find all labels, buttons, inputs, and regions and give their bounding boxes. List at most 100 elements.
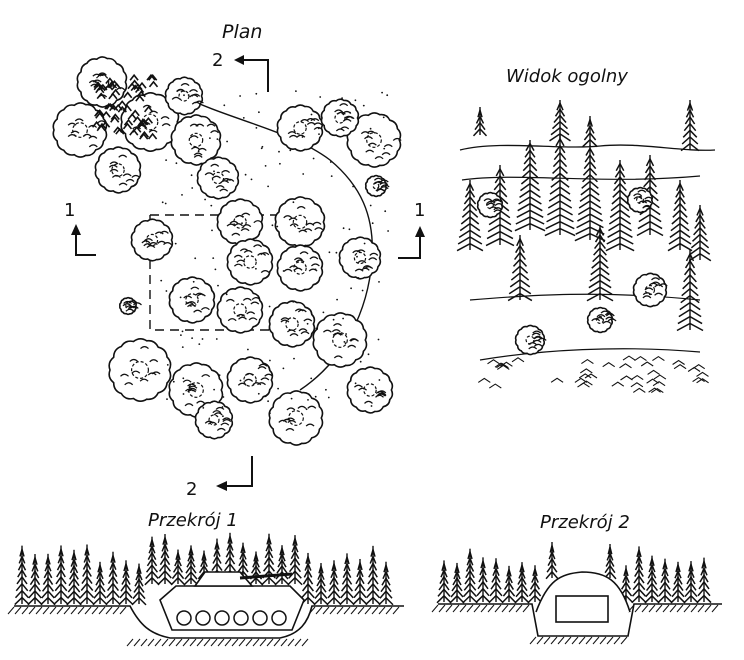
conifer-tree-icon bbox=[66, 549, 82, 606]
section-2-bottom-label: 2 bbox=[186, 479, 197, 500]
arrowhead-icon bbox=[415, 226, 425, 237]
conifer-tree-icon bbox=[339, 553, 355, 606]
conifer-tree-icon bbox=[462, 548, 478, 604]
tank-icon bbox=[159, 571, 305, 631]
tree-crown-icon bbox=[119, 296, 142, 316]
conifer-tree-icon bbox=[118, 560, 134, 606]
conifer-tree-icon bbox=[667, 180, 693, 252]
conifer-tree-icon bbox=[603, 544, 617, 580]
section-2-title: Przekrój 2 bbox=[540, 512, 630, 533]
section-arrow-icon bbox=[240, 59, 269, 92]
conifer-tree-icon bbox=[436, 560, 452, 604]
tree-crown-icon bbox=[52, 102, 108, 158]
tree-crown-icon bbox=[276, 104, 324, 152]
section-2-ground-line bbox=[438, 603, 722, 637]
conifer-tree-icon bbox=[670, 561, 686, 604]
conifer-tree-icon bbox=[683, 561, 699, 604]
section-1-right-label: 1 bbox=[414, 200, 425, 221]
conifer-tree-icon bbox=[248, 551, 264, 586]
conifer-tree-icon bbox=[676, 250, 704, 332]
tree-crown-icon bbox=[196, 156, 240, 200]
conifer-tree-icon bbox=[352, 558, 368, 606]
tree-crown-icon bbox=[632, 272, 668, 308]
conifer-tree-icon bbox=[456, 180, 484, 252]
plan-tree-crowns bbox=[52, 56, 402, 446]
tree-crown-icon bbox=[108, 337, 172, 403]
tree-crown-icon bbox=[130, 218, 174, 262]
conifer-tree-icon bbox=[326, 560, 342, 606]
conifer-tree-icon bbox=[527, 565, 543, 604]
conifer-tree-icon bbox=[631, 546, 647, 604]
conifer-tree-icon bbox=[472, 107, 488, 137]
tree-crown-icon bbox=[626, 186, 654, 214]
general-view-title: Widok ogolny bbox=[506, 66, 628, 87]
tree-crown-icon bbox=[320, 98, 360, 138]
tree-crown-icon bbox=[312, 312, 368, 368]
conifer-tree-icon bbox=[14, 545, 30, 606]
dense-thicket bbox=[91, 73, 159, 140]
conifer-tree-icon bbox=[261, 533, 277, 586]
section-1-left-label: 1 bbox=[64, 200, 75, 221]
tree-crown-icon bbox=[268, 390, 324, 446]
conifer-tree-icon bbox=[449, 562, 465, 604]
conifer-tree-icon bbox=[144, 536, 160, 586]
horizon-line bbox=[459, 144, 716, 151]
plan-stipple bbox=[160, 90, 389, 418]
conifer-tree-icon bbox=[688, 205, 712, 262]
conifer-tree-icon bbox=[131, 563, 147, 606]
conifer-tree-icon bbox=[680, 100, 700, 152]
section-arrow-1-left: 1 bbox=[64, 200, 96, 256]
tree-crown-icon bbox=[170, 114, 222, 166]
conifer-tree-icon bbox=[582, 116, 598, 148]
conifer-tree-icon bbox=[549, 100, 571, 142]
section-2-trees bbox=[436, 542, 712, 604]
conifer-tree-icon bbox=[514, 562, 530, 604]
ground-hatching bbox=[477, 355, 709, 394]
conifer-tree-icon bbox=[92, 561, 108, 606]
tree-crown-icon bbox=[226, 238, 274, 286]
tree-crown-icon bbox=[168, 276, 216, 324]
section-2: Przekrój 2 bbox=[431, 512, 722, 645]
conifer-tree-icon bbox=[378, 561, 394, 606]
tree-crown-icon bbox=[194, 400, 234, 440]
conifer-tree-icon bbox=[696, 557, 712, 604]
conifer-tree-icon bbox=[183, 545, 199, 586]
section-arrow-1-right: 1 bbox=[398, 200, 425, 259]
conifer-tree-icon bbox=[475, 557, 491, 604]
section-1: Przekrój 1 bbox=[7, 510, 404, 647]
conifer-tree-icon bbox=[40, 553, 56, 606]
general-view: Widok ogolny bbox=[456, 66, 716, 394]
section-1-title: Przekrój 1 bbox=[148, 510, 238, 531]
conifer-tree-icon bbox=[586, 225, 614, 302]
tree-crown-icon bbox=[276, 244, 324, 292]
section-2-hatching bbox=[431, 604, 719, 645]
tree-crown-icon bbox=[226, 356, 274, 404]
tree-crown-icon bbox=[476, 191, 504, 219]
conifer-tree-icon bbox=[657, 558, 673, 604]
tree-crown-icon bbox=[94, 146, 142, 194]
tree-crown-icon bbox=[268, 300, 316, 348]
conifer-tree-icon bbox=[313, 563, 329, 606]
conifer-tree-icon bbox=[274, 545, 290, 586]
section-1-hatching bbox=[7, 606, 400, 647]
conifer-tree-icon bbox=[27, 554, 43, 606]
section-arrow-icon bbox=[75, 232, 96, 256]
general-view-trees bbox=[456, 100, 712, 356]
section-arrow-icon bbox=[224, 456, 253, 487]
section-1-ground-line bbox=[14, 605, 404, 639]
tree-crown-icon bbox=[164, 76, 204, 116]
conifer-tree-icon bbox=[105, 551, 121, 606]
conifer-tree-icon bbox=[170, 549, 186, 586]
conifer-tree-icon bbox=[507, 235, 533, 302]
conifer-tree-icon bbox=[365, 545, 381, 606]
tree-crown-icon bbox=[514, 324, 547, 356]
tree-crown-icon bbox=[216, 286, 264, 334]
tree-crown-icon bbox=[338, 236, 382, 280]
conifer-tree-icon bbox=[514, 140, 546, 232]
conifer-tree-icon bbox=[644, 555, 660, 604]
section-1-trees bbox=[14, 532, 394, 606]
section-arrow-icon bbox=[398, 234, 421, 259]
tree-crown-icon bbox=[364, 174, 390, 198]
tree-crown-icon bbox=[346, 366, 394, 414]
